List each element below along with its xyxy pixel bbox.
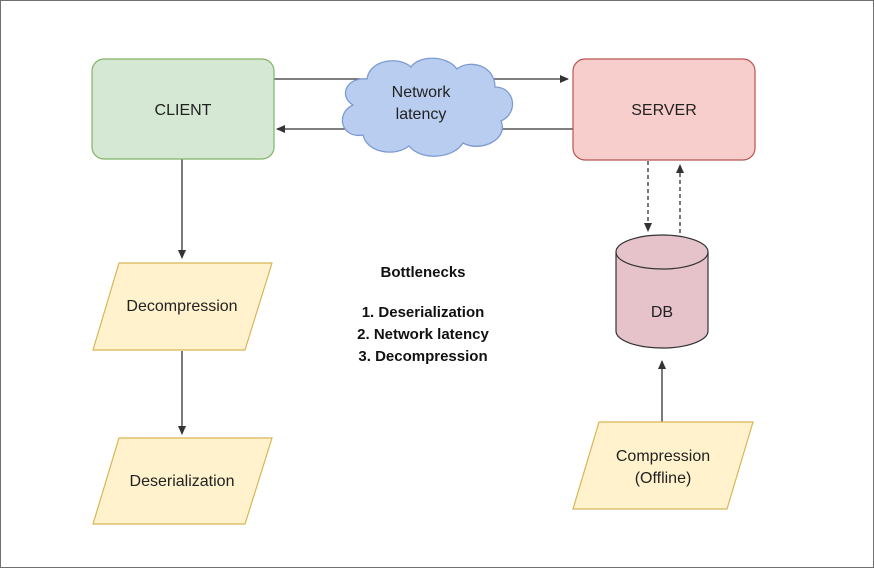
db-label: DB [651, 304, 673, 321]
db-cylinder-top [615, 251, 709, 270]
deserialization-shape [92, 437, 273, 525]
cloud-shape [341, 57, 514, 157]
deserialization-label: Deserialization [130, 473, 235, 490]
bottleneck-item-1: 1. Deserialization [362, 304, 485, 321]
db-cylinder-body [615, 234, 709, 349]
db-node: DB [615, 234, 709, 349]
compression-label-line2: (Offline) [635, 470, 692, 487]
decompression-label: Decompression [126, 298, 237, 315]
client-node: CLIENT [91, 58, 275, 160]
compression-node: Compression (Offline) [572, 421, 754, 510]
decompression-shape [92, 262, 273, 351]
bottlenecks-title: Bottlenecks [380, 264, 465, 281]
bottlenecks-note: Bottlenecks 1. Deserialization 2. Networ… [357, 264, 489, 365]
deserialization-node: Deserialization [92, 437, 273, 525]
client-label: CLIENT [155, 102, 212, 119]
compression-label-line1: Compression [616, 448, 710, 465]
bottleneck-item-2: 2. Network latency [357, 326, 489, 343]
server-label: SERVER [631, 102, 697, 119]
server-box [572, 58, 756, 161]
client-box [91, 58, 275, 160]
cloud-label-line1: Network [392, 84, 452, 101]
decompression-node: Decompression [92, 262, 273, 351]
network-latency-cloud: Network latency [341, 57, 514, 157]
cloud-label-line2: latency [396, 106, 447, 123]
bottleneck-item-3: 3. Decompression [358, 348, 487, 365]
compression-shape [572, 421, 754, 510]
server-node: SERVER [572, 58, 756, 161]
